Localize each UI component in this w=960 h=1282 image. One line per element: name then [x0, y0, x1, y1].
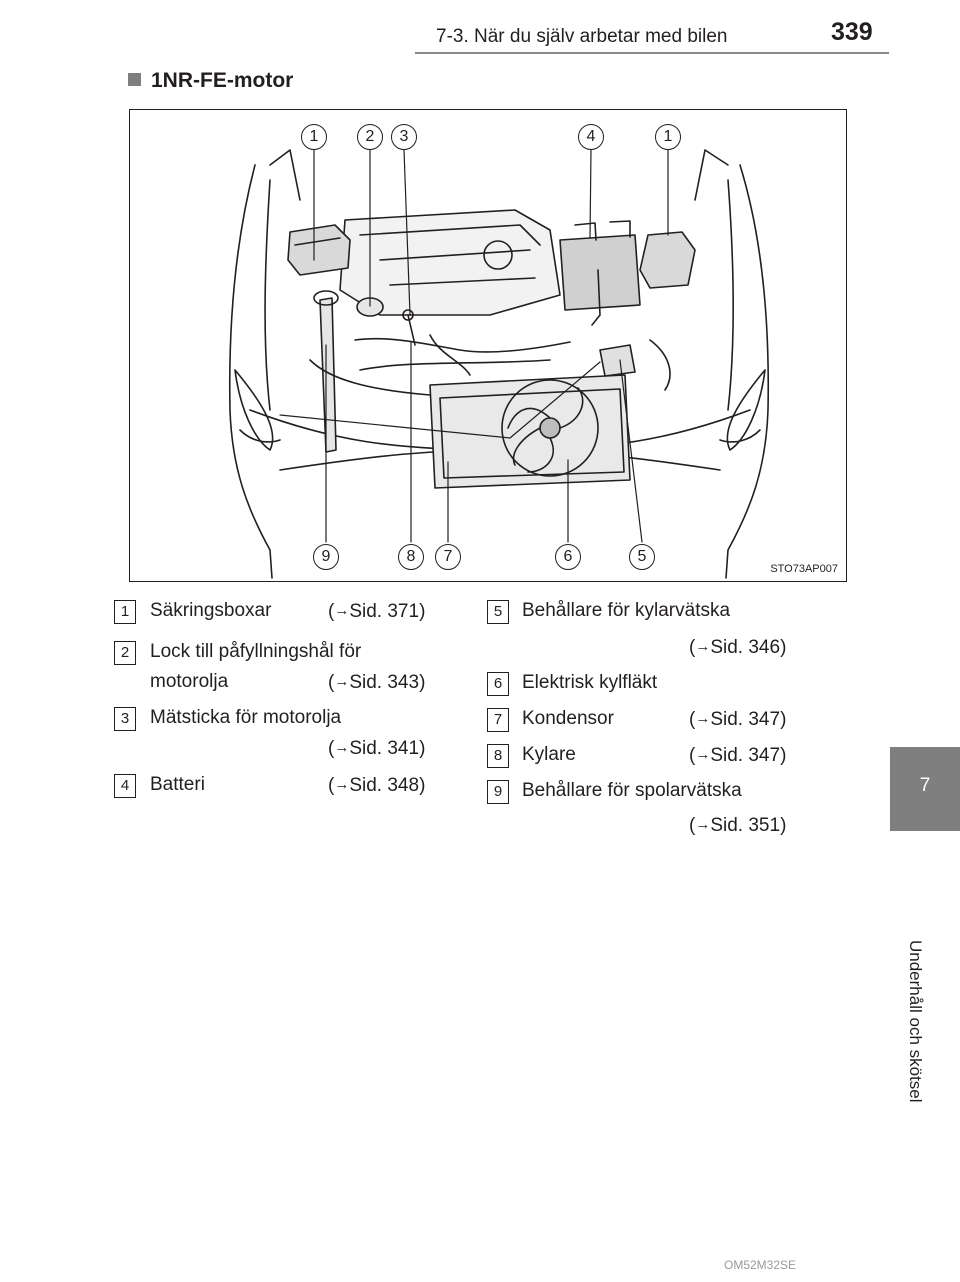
figure-callout-bottom: 9	[313, 544, 339, 570]
legend-item-text: Lock till påfyllningshål för	[150, 641, 362, 662]
legend-item-ref: (→Sid. 341)	[328, 738, 426, 759]
header-section-title: 7-3. När du själv arbetar med bilen	[436, 26, 728, 47]
figure-callout-top: 3	[391, 124, 417, 150]
figure-callout-top: 4	[578, 124, 604, 150]
legend-number-box: 5	[487, 600, 509, 624]
right-arrow-icon: →	[695, 710, 711, 727]
legend-number-box: 3	[114, 707, 136, 731]
right-arrow-icon: →	[334, 673, 350, 690]
right-arrow-icon: →	[695, 638, 711, 655]
legend-item-text: Kylare	[522, 744, 576, 765]
legend-number-box: 4	[114, 774, 136, 798]
chapter-number: 7	[919, 775, 931, 796]
legend-item-ref: (→Sid. 351)	[689, 815, 787, 836]
legend-item-text: Säkringsboxar	[150, 600, 272, 621]
section-title: 1NR-FE-motor	[128, 69, 293, 93]
chapter-title: Underhåll och skötsel	[906, 940, 925, 1103]
legend-number-box: 9	[487, 780, 509, 804]
chapter-tab: 7	[890, 747, 960, 831]
page-header: 7-3. När du själv arbetar med bilen 339	[0, 0, 960, 54]
legend-number-box: 1	[114, 600, 136, 624]
footer-code: OM52M32SE	[724, 1258, 797, 1272]
legend-item-ref: (→Sid. 346)	[689, 637, 787, 658]
legend-number-box: 6	[487, 672, 509, 696]
engine-compartment-figure: 1 2 3 4 1 9 8 7 6 5 STO73AP007	[129, 109, 847, 582]
header-rule	[415, 52, 889, 54]
legend-number-box: 8	[487, 744, 509, 768]
legend-number-box: 2	[114, 641, 136, 665]
right-arrow-icon: →	[334, 776, 350, 793]
legend-item-text: Elektrisk kylfläkt	[522, 672, 658, 693]
legend-item-text: Mätsticka för motorolja	[150, 707, 342, 728]
figure-callout-bottom: 5	[629, 544, 655, 570]
figure-callout-top: 1	[301, 124, 327, 150]
legend-item-text: Batteri	[150, 774, 205, 795]
figure-code: STO73AP007	[770, 563, 838, 575]
square-bullet-icon	[128, 73, 141, 86]
right-arrow-icon: →	[695, 746, 711, 763]
engine-illustration	[228, 149, 770, 579]
figure-callout-bottom: 7	[435, 544, 461, 570]
right-arrow-icon: →	[334, 602, 350, 619]
page-number: 339	[831, 18, 873, 46]
legend-item-ref: (→Sid. 343)	[328, 672, 426, 693]
legend-item-ref: (→Sid. 371)	[328, 601, 426, 622]
legend-item-ref: (→Sid. 347)	[689, 709, 787, 730]
right-arrow-icon: →	[334, 739, 350, 756]
legend-number-box: 7	[487, 708, 509, 732]
legend-item-text: Kondensor	[522, 708, 614, 729]
legend-item-ref: (→Sid. 348)	[328, 775, 426, 796]
section-title-text: 1NR-FE-motor	[151, 69, 294, 92]
legend-item-ref: (→Sid. 347)	[689, 745, 787, 766]
legend-item-text: Behållare för kylarvätska	[522, 600, 731, 621]
figure-callout-top: 1	[655, 124, 681, 150]
legend-item-text-line2: motorolja	[150, 671, 229, 692]
right-arrow-icon: →	[695, 816, 711, 833]
figure-callout-top: 2	[357, 124, 383, 150]
legend-item-text: Behållare för spolarvätska	[522, 780, 742, 801]
figure-callout-bottom: 6	[555, 544, 581, 570]
figure-callout-bottom: 8	[398, 544, 424, 570]
